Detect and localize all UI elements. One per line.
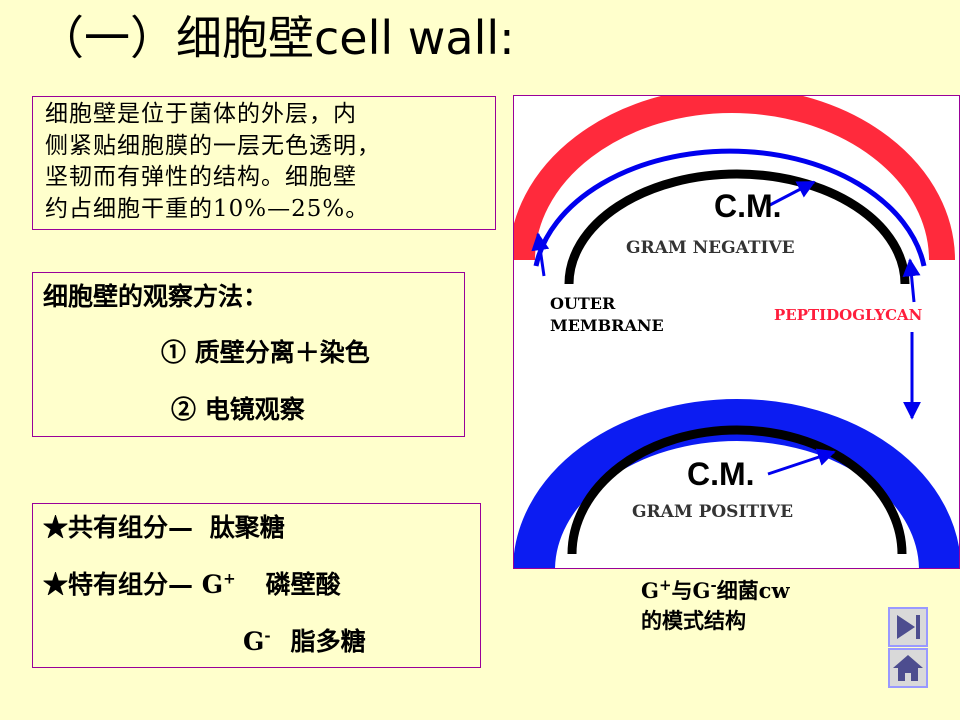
cell-wall-diagram: C.M. GRAM NEGATIVE OUTER MEMBRANE PEPTID… xyxy=(513,95,960,569)
gram-positive-label: GRAM POSITIVE xyxy=(632,502,793,522)
cell-wall-diagram-svg: C.M. GRAM NEGATIVE OUTER MEMBRANE PEPTID… xyxy=(514,96,959,568)
outer-membrane-label-2: MEMBRANE xyxy=(550,316,664,335)
gpositive-component-value: 磷壁酸 xyxy=(265,570,341,599)
methods-heading: 细胞壁的观察方法： xyxy=(43,282,269,311)
gpositive-sup: + xyxy=(223,569,236,588)
gram-negative-label: GRAM NEGATIVE xyxy=(626,238,795,258)
outer-membrane-pointer xyxy=(531,232,550,277)
home-button[interactable] xyxy=(888,648,928,688)
definition-line-1: 细胞壁是位于菌体的外层，内 xyxy=(45,101,357,127)
components-box: ★共有组分— 肽聚糖 ★特有组分— G+ 磷壁酸 G-脂多糖 xyxy=(32,503,481,668)
definition-line-3: 坚韧而有弹性的结构。细胞壁 xyxy=(45,164,357,190)
cm-label-top: C.M. xyxy=(714,188,782,224)
page-title: （一）细胞壁cell wall: xyxy=(38,11,515,65)
cm-top-pointer xyxy=(767,180,816,208)
definition-box: 细胞壁是位于菌体的外层，内 侧紧贴细胞膜的一层无色透明， 坚韧而有弹性的结构。细… xyxy=(32,96,496,230)
gneg-cell-membrane-arc xyxy=(564,169,910,285)
gneg-peptidoglycan-arc xyxy=(514,96,955,261)
home-icon xyxy=(893,655,923,681)
gpositive-component-row: ★特有组分— G+ 磷壁酸 xyxy=(43,569,341,601)
gpos-cell-membrane-arc xyxy=(567,425,907,555)
gnegative-component-value: 脂多糖 xyxy=(290,627,366,656)
diagram-caption: G+与G-细菌cw 的模式结构 xyxy=(641,576,790,636)
next-slide-icon xyxy=(897,615,920,639)
gpos-wall-arc xyxy=(514,399,959,568)
specific-component-label: ★特有组分— G xyxy=(43,570,224,599)
cm-bottom-pointer xyxy=(767,448,836,476)
common-component-label: ★共有组分— xyxy=(43,513,202,542)
cm-label-bottom: C.M. xyxy=(687,456,755,492)
gneg-outer-membrane-arc xyxy=(533,148,927,267)
caption-line-1: G+与G-细菌cw xyxy=(641,576,790,604)
method-item-1: ① 质壁分离＋染色 xyxy=(161,338,370,367)
outer-membrane-label-1: OUTER xyxy=(550,294,616,313)
common-component-value: 肽聚糖 xyxy=(209,513,285,542)
method-item-2: ② 电镜观察 xyxy=(171,395,305,424)
methods-box: 细胞壁的观察方法： ① 质壁分离＋染色 ② 电镜观察 xyxy=(32,272,465,437)
definition-line-4: 约占细胞干重的10%—25%。 xyxy=(45,195,370,222)
common-component-row: ★共有组分— 肽聚糖 xyxy=(43,512,285,544)
definition-line-2: 侧紧贴细胞膜的一层无色透明， xyxy=(45,132,381,159)
next-slide-button[interactable] xyxy=(888,607,928,647)
gnegative-component-row: G-脂多糖 xyxy=(243,626,366,658)
gnegative-prefix: G xyxy=(243,627,265,656)
peptidoglycan-label: PEPTIDOGLYCAN xyxy=(774,306,923,324)
caption-line-2: 的模式结构 xyxy=(641,608,746,633)
peptidoglycan-pointer-up xyxy=(902,258,921,303)
gnegative-sup: - xyxy=(264,626,271,645)
